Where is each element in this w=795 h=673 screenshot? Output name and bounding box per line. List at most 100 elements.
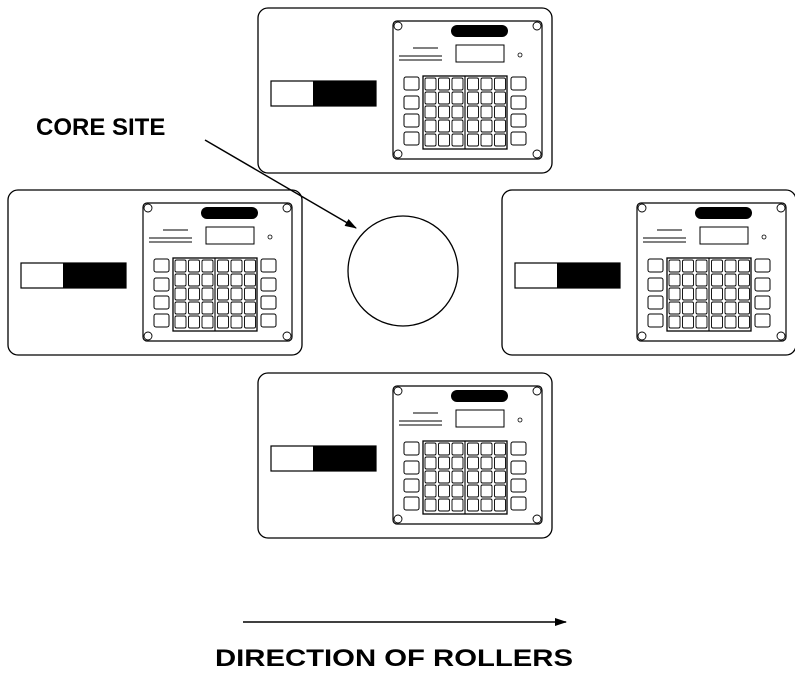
grid-key [682, 315, 694, 329]
grid-key [480, 119, 493, 133]
grid-key [438, 133, 450, 147]
grid-key [438, 484, 450, 498]
display-pill [201, 207, 258, 219]
corner-screw-icon [282, 331, 292, 341]
grid-key [467, 484, 479, 498]
grid-key [174, 287, 187, 301]
grid-key [188, 259, 200, 273]
grid-key [695, 301, 708, 315]
slide-switch-knob [557, 263, 620, 288]
side-key [260, 313, 277, 328]
grid-key [438, 498, 450, 512]
grid-key [438, 470, 450, 484]
grid-key [738, 301, 750, 315]
indicator-dot-icon [517, 417, 523, 423]
grid-key [467, 77, 479, 91]
grid-key [188, 315, 200, 329]
grid-key [467, 119, 479, 133]
side-key [403, 95, 420, 110]
side-key [403, 441, 420, 456]
grid-key [451, 498, 464, 512]
grid-key [480, 105, 493, 119]
grid-key [494, 498, 506, 512]
corner-screw-icon [143, 203, 153, 213]
grid-key [467, 442, 479, 456]
side-key [153, 258, 170, 273]
grid-key [451, 470, 464, 484]
corner-screw-icon [532, 386, 542, 396]
side-key [510, 460, 527, 475]
grid-key [494, 484, 506, 498]
core-site-circle [347, 215, 459, 327]
grid-key [451, 133, 464, 147]
grid-key [451, 456, 464, 470]
small-screen [455, 44, 505, 63]
corner-screw-icon [282, 203, 292, 213]
side-key [403, 76, 420, 91]
side-key [647, 313, 664, 328]
grid-key [438, 119, 450, 133]
grid-key [668, 315, 681, 329]
grid-key [438, 456, 450, 470]
grid-key [480, 484, 493, 498]
side-key [754, 313, 771, 328]
side-key [754, 258, 771, 273]
slide-switch-knob [63, 263, 126, 288]
grid-key [244, 301, 256, 315]
grid-key [424, 442, 437, 456]
grid-key [711, 301, 723, 315]
grid-key [424, 133, 437, 147]
grid-key [217, 287, 229, 301]
grid-key [494, 442, 506, 456]
corner-screw-icon [393, 514, 403, 524]
small-screen [205, 226, 255, 245]
grid-key [668, 301, 681, 315]
grid-key [724, 315, 737, 329]
grid-key [695, 287, 708, 301]
bottom-device [257, 372, 553, 539]
core-site-label: CORE SITE [36, 114, 165, 141]
side-key [260, 277, 277, 292]
grid-key [438, 442, 450, 456]
grid-key [682, 273, 694, 287]
corner-screw-icon [532, 514, 542, 524]
grid-key [494, 91, 506, 105]
grid-key [738, 273, 750, 287]
display-pill [451, 390, 508, 402]
grid-key [244, 315, 256, 329]
grid-key [217, 259, 229, 273]
grid-key [201, 273, 214, 287]
side-key [403, 131, 420, 146]
grid-key [494, 105, 506, 119]
grid-key [217, 301, 229, 315]
slide-switch-knob [313, 446, 376, 471]
grid-key [451, 105, 464, 119]
grid-key [494, 456, 506, 470]
grid-key [230, 287, 243, 301]
grid-key [174, 315, 187, 329]
grid-key [494, 470, 506, 484]
grid-key [217, 315, 229, 329]
grid-key [695, 273, 708, 287]
grid-key [711, 273, 723, 287]
grid-key [467, 498, 479, 512]
direction-label: DIRECTION OF ROLLERS [215, 645, 573, 672]
grid-key [438, 91, 450, 105]
grid-key [424, 456, 437, 470]
grid-key [230, 273, 243, 287]
indicator-dot-icon [761, 234, 767, 240]
grid-key [738, 259, 750, 273]
side-key [403, 460, 420, 475]
grid-key [424, 484, 437, 498]
grid-key [201, 301, 214, 315]
side-key [403, 113, 420, 128]
grid-key [467, 133, 479, 147]
grid-key [188, 301, 200, 315]
corner-screw-icon [143, 331, 153, 341]
top-device [257, 7, 553, 174]
grid-key [424, 91, 437, 105]
grid-key [494, 119, 506, 133]
side-key [510, 95, 527, 110]
side-key [403, 496, 420, 511]
